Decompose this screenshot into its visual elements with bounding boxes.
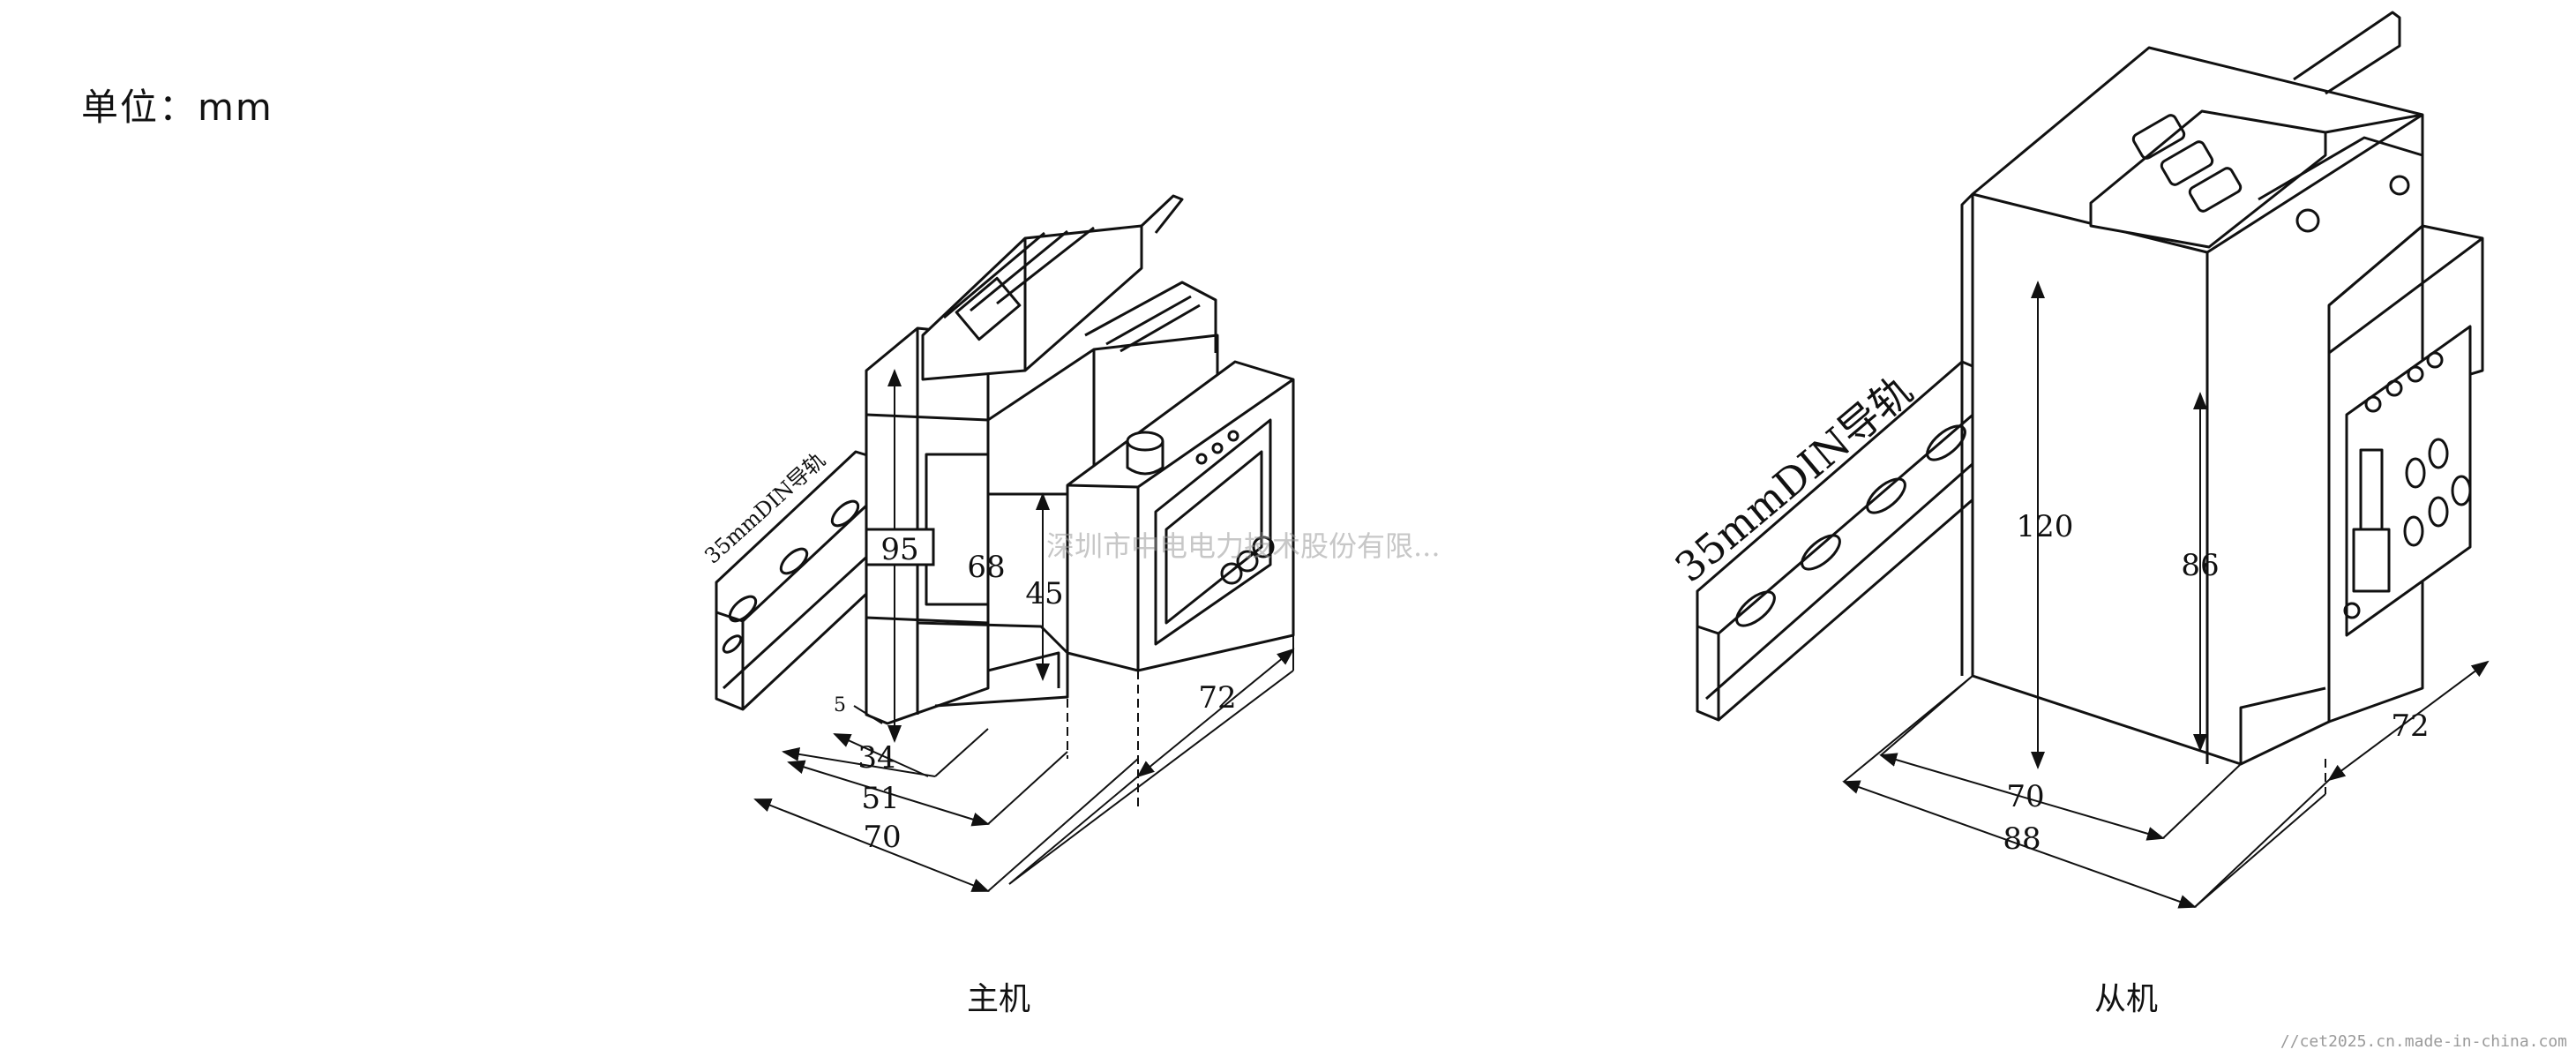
slave-dim-height-front: 86 bbox=[2181, 548, 2219, 583]
main-dimension-lines bbox=[753, 369, 1295, 892]
slave-dim-width-88: 88 bbox=[2003, 821, 2041, 857]
main-dim-95-box bbox=[865, 528, 935, 566]
main-dim-width-70: 70 bbox=[863, 820, 901, 855]
slave-dim-height-total: 120 bbox=[2017, 509, 2074, 544]
main-dim-width-51: 51 bbox=[861, 781, 899, 816]
main-unit-caption: 主机 bbox=[967, 981, 1030, 1017]
main-dim-height-front: 45 bbox=[1025, 576, 1063, 611]
slave-unit-drawing bbox=[1696, 11, 2484, 766]
main-dim-offset-5: 5 bbox=[834, 694, 846, 716]
unit-label: 单位：mm bbox=[81, 86, 273, 129]
main-dim-width-34: 34 bbox=[857, 740, 895, 776]
main-dim-depth: 72 bbox=[1198, 680, 1236, 716]
main-dim-height-total: 95 bbox=[880, 532, 918, 567]
footer-watermark: //cet2025.cn.made-in-china.com bbox=[2280, 1032, 2567, 1051]
watermark: 深圳市中电电力技术股份有限... bbox=[1046, 529, 1441, 563]
slave-dim-depth: 72 bbox=[2391, 708, 2429, 744]
slave-dimension-lines bbox=[1842, 281, 2490, 909]
slave-unit-caption: 从机 bbox=[2094, 981, 2158, 1017]
slave-dim-width-70: 70 bbox=[2006, 779, 2044, 814]
main-dim-height-mid: 68 bbox=[967, 550, 1005, 585]
